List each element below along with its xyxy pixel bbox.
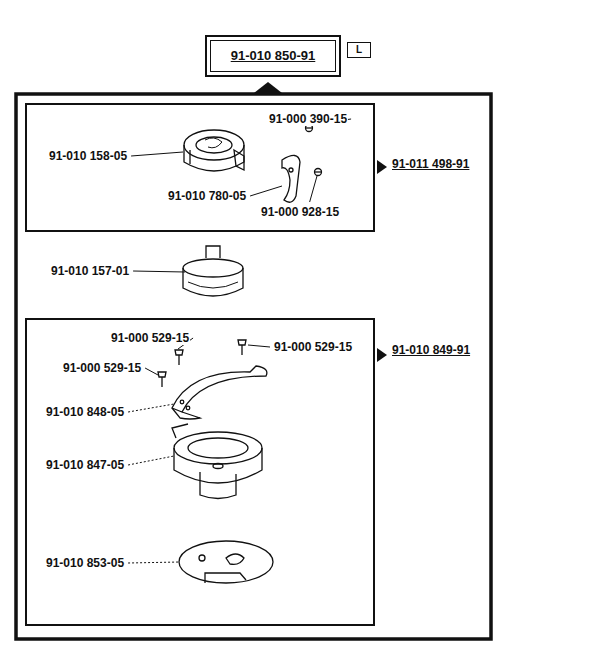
leader-line <box>248 345 270 347</box>
screw <box>158 372 166 387</box>
part-number: 91-000 928-15 <box>260 205 340 219</box>
part-number: 91-010 850-91 <box>231 49 316 63</box>
tension-spring <box>282 155 300 202</box>
bobbin-case <box>184 130 244 171</box>
screw <box>315 169 322 176</box>
pointer-triangle <box>254 82 282 93</box>
part-number: 91-010 853-05 <box>45 556 125 570</box>
leader-line <box>128 456 174 465</box>
leader-line <box>128 562 180 563</box>
leader-line <box>310 176 317 202</box>
screw <box>175 350 183 365</box>
leader-line <box>128 404 174 412</box>
leader-line <box>133 271 185 272</box>
part-number: 91-000 529-15 <box>273 340 353 354</box>
part-number: 91-010 780-05 <box>167 189 247 203</box>
screw <box>238 340 246 355</box>
part-number: 91-000 529-15 <box>62 361 142 375</box>
hook-plate <box>179 541 273 583</box>
leader-line <box>145 368 158 375</box>
group-marker <box>377 348 387 362</box>
outer-frame <box>16 94 491 639</box>
part-number: L <box>356 45 362 55</box>
bobbin <box>183 246 243 296</box>
assembly-box: 91-010 850-91 <box>205 35 341 77</box>
part-number: 91-010 848-05 <box>45 405 125 419</box>
leader-line <box>250 186 282 196</box>
part-number: 91-010 158-05 <box>48 149 128 163</box>
assembly-box: L <box>347 42 371 58</box>
part-number: 91-010 157-01 <box>50 264 130 278</box>
hook-rail <box>172 366 267 419</box>
part-number: 91-010 847-05 <box>45 458 125 472</box>
part-number: 91-000 529-15 <box>110 331 190 345</box>
group-number: 91-010 849-91 <box>392 343 470 357</box>
leader-line <box>131 152 183 156</box>
part-number: 91-000 390-15 <box>268 112 348 126</box>
group-marker <box>377 160 387 174</box>
rotary-hook <box>172 424 262 499</box>
group-number: 91-011 498-91 <box>392 157 469 171</box>
